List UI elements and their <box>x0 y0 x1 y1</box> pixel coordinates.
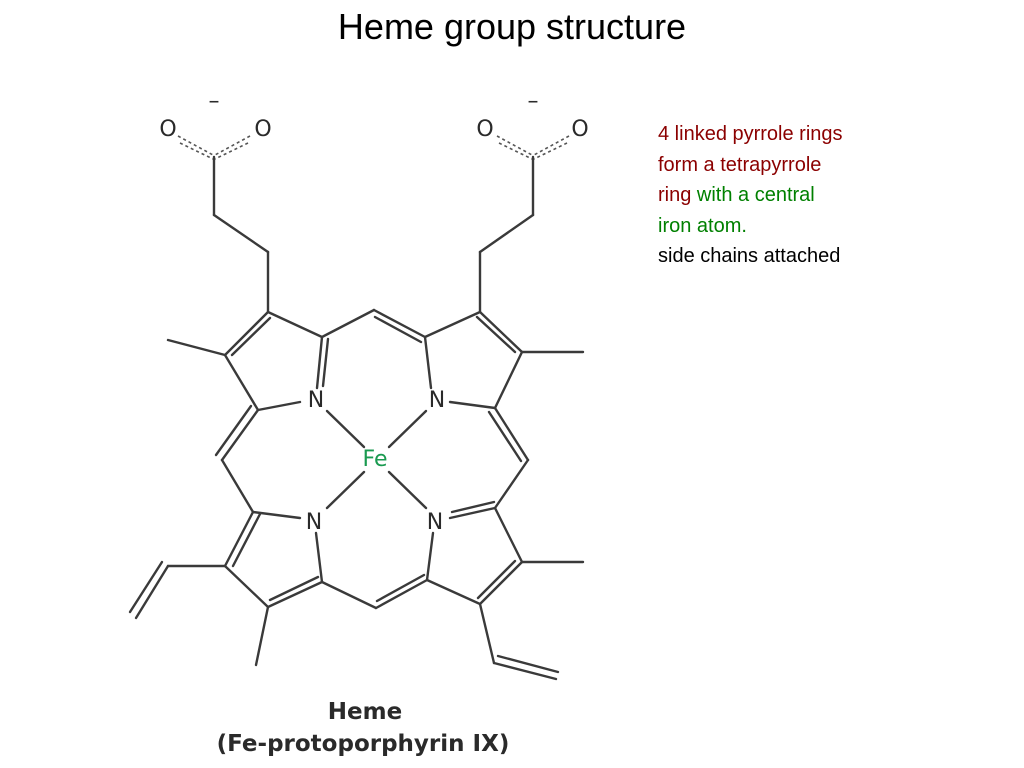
note-line-3-red: ring <box>658 184 697 206</box>
nitrogen-bottom-right: N <box>427 510 443 535</box>
pyrrole-ring-top-right <box>423 310 585 410</box>
nitrogen-top-right: N <box>429 388 445 413</box>
note-line-5: side chains attached <box>658 245 841 267</box>
pyrrole-ring-top-left <box>166 310 330 412</box>
pyrrole-ring-bottom-left <box>128 510 324 667</box>
description-text: 4 linked pyrrole rings form a tetrapyrro… <box>658 119 958 272</box>
iron-nitrogen-bonds <box>325 409 428 510</box>
nitrogen-top-left: N <box>308 388 324 413</box>
pyrrole-ring-bottom-right <box>425 500 585 681</box>
note-line-3: ring with a central <box>658 180 958 211</box>
left-oxygen-1: O <box>159 117 176 142</box>
slide-title: Heme group structure <box>337 6 687 47</box>
caption-heme: Heme <box>328 699 402 725</box>
left-carboxylate-group <box>177 135 270 314</box>
right-oxygen-1: O <box>476 117 493 142</box>
note-line-3-green: with a central <box>696 184 815 206</box>
note-line-2: form a tetrapyrrole <box>658 153 822 176</box>
right-carboxylate-group <box>478 135 570 314</box>
methine-bridges <box>214 308 530 610</box>
right-oxygen-2: O <box>571 117 588 142</box>
note-line-4: iron atom. <box>658 214 747 237</box>
iron-atom: Fe <box>363 447 388 472</box>
caption-protoporphyrin: (Fe-protoporphyrin IX) <box>217 731 510 757</box>
left-oxygen-2: O <box>254 117 271 142</box>
nitrogen-bottom-left: N <box>306 510 322 535</box>
note-line-1: 4 linked pyrrole rings <box>658 123 843 145</box>
right-negative-charge: – <box>528 89 539 114</box>
left-negative-charge: – <box>209 89 220 114</box>
